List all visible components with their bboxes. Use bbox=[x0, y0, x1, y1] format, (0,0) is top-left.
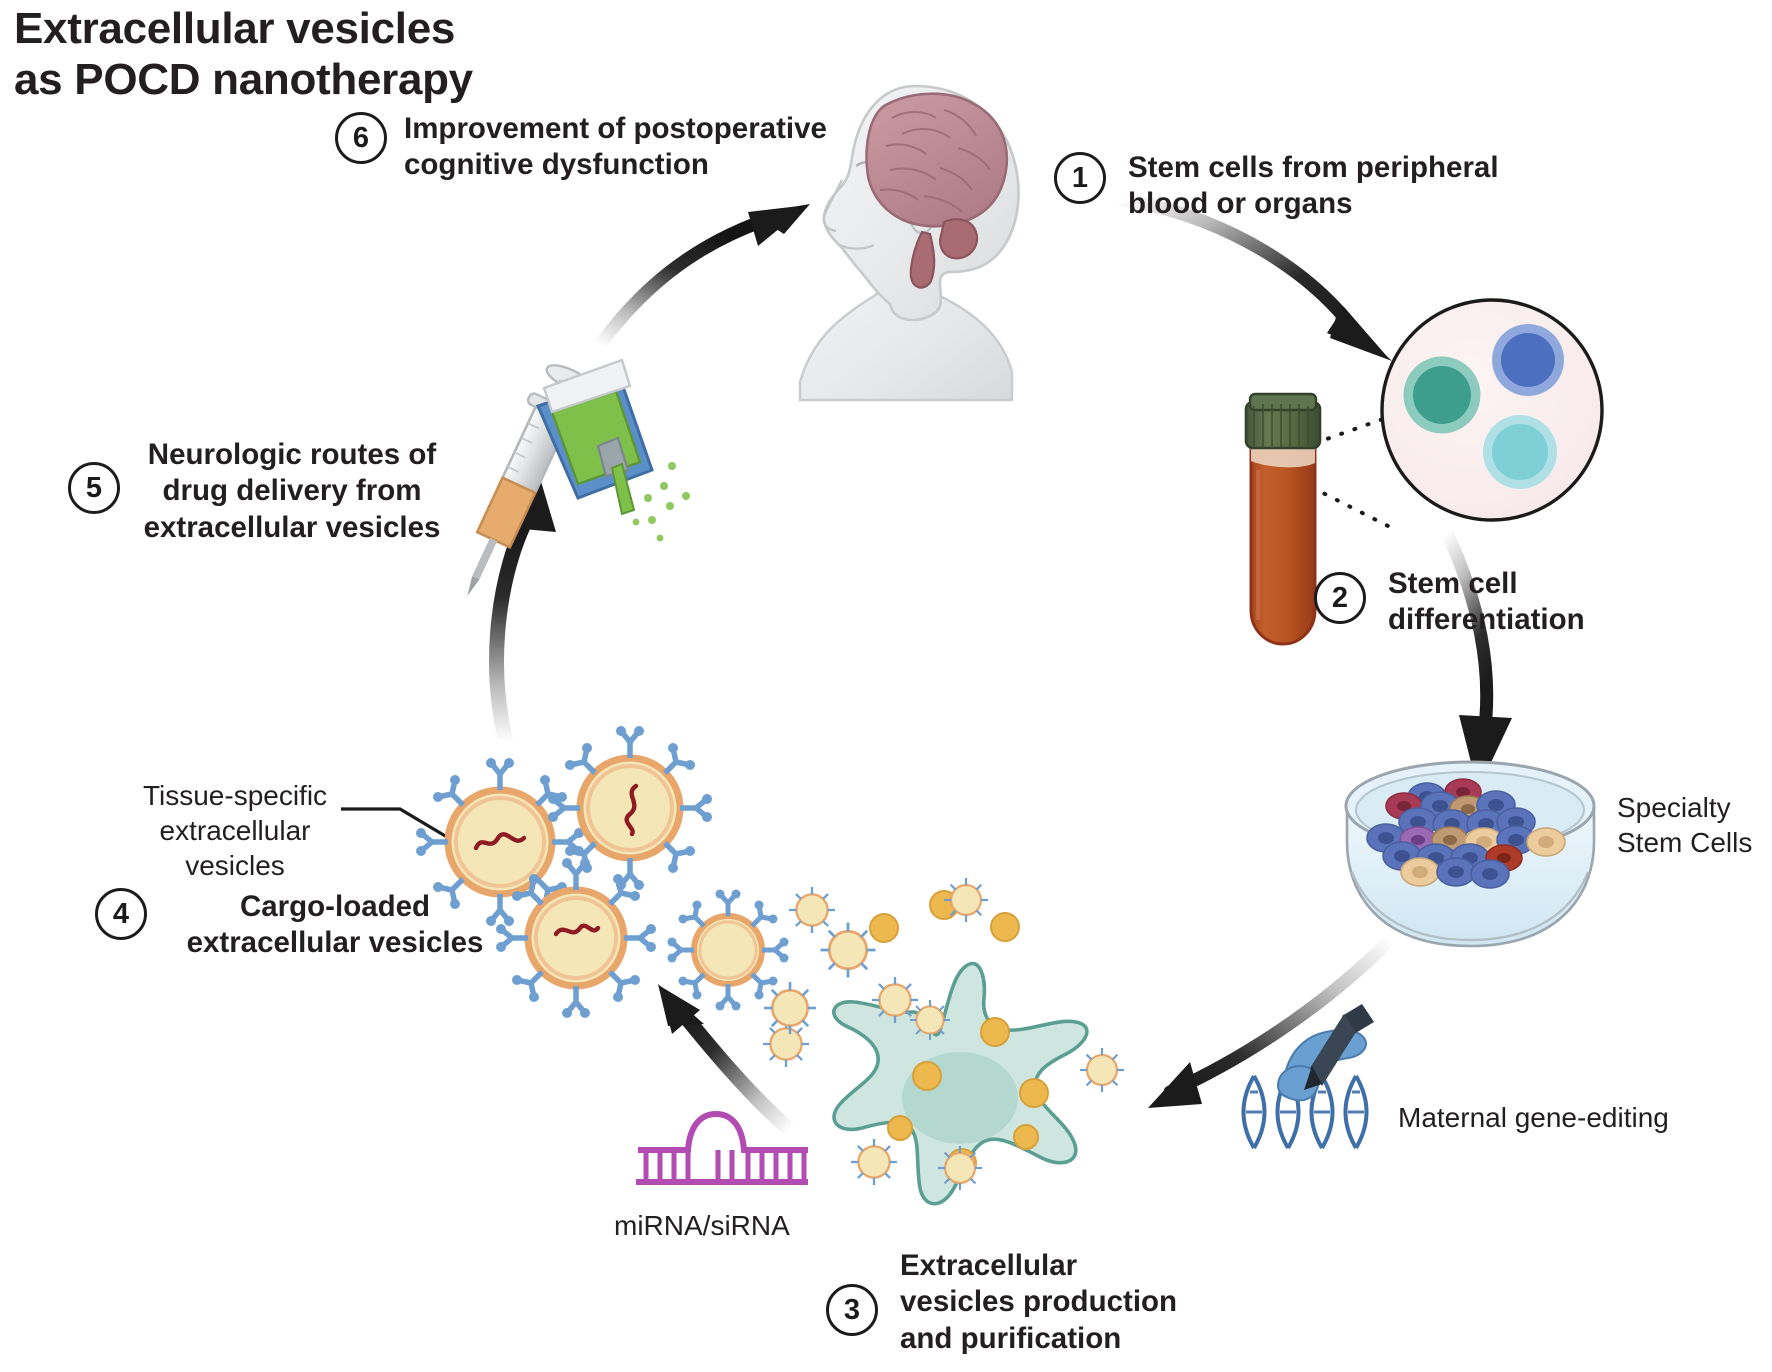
step-3-circle: 3 bbox=[826, 1284, 878, 1336]
syringe-inhaler-illustration bbox=[467, 358, 690, 596]
arrow-step-1 bbox=[1115, 193, 1392, 361]
arrow-step-3 bbox=[1148, 933, 1397, 1108]
step-5-number: 5 bbox=[68, 462, 120, 514]
step-4-number: 4 bbox=[95, 888, 147, 940]
step-2-label: Stem cell differentiation bbox=[1388, 567, 1585, 637]
step-2-circle: 2 bbox=[1314, 572, 1366, 624]
specialty-stem-cells-label: Specialty Stem Cells bbox=[1617, 792, 1753, 858]
tissue-specific-ev-label: Tissue-specific extracellular vesicles bbox=[142, 780, 328, 881]
step-1-number: 1 bbox=[1054, 152, 1106, 204]
petri-dish-illustration bbox=[1344, 760, 1596, 948]
step-6-number: 6 bbox=[335, 112, 387, 164]
step-1-circle: 1 bbox=[1054, 152, 1106, 204]
mirna-illustration bbox=[636, 1110, 808, 1185]
step-2-number: 2 bbox=[1314, 572, 1366, 624]
step-5-label: Neurologic routes of drug delivery from … bbox=[143, 438, 441, 544]
step-3-number: 3 bbox=[826, 1284, 878, 1336]
mirna-sirna-label: miRNA/siRNA bbox=[614, 1210, 790, 1241]
blood-tube-illustration bbox=[1244, 392, 1322, 646]
free-vesicle-dots bbox=[869, 890, 1020, 943]
leader-line-tissue-specific-ev bbox=[341, 807, 453, 842]
page-title: Extracellular vesicles as POCD nanothera… bbox=[14, 4, 473, 104]
maternal-gene-editing-label: Maternal gene-editing bbox=[1398, 1102, 1669, 1133]
step-5-circle: 5 bbox=[68, 462, 120, 514]
vesicle-cluster-illustration bbox=[416, 726, 789, 1018]
gene-editing-illustration bbox=[1241, 1004, 1374, 1150]
magnifier-dotted-lines bbox=[1260, 417, 1392, 529]
step-4-circle: 4 bbox=[95, 888, 147, 940]
arrow-step-4 bbox=[658, 984, 798, 1138]
step-1-label: Stem cells from peripheral blood or orga… bbox=[1128, 151, 1499, 221]
spiky-vesicle-cluster bbox=[762, 878, 1124, 1190]
step-6-circle: 6 bbox=[335, 112, 387, 164]
stem-cell-circle-illustration bbox=[1380, 298, 1604, 522]
step-4-label: Cargo-loaded extracellular vesicles bbox=[186, 890, 484, 960]
step-6-label: Improvement of postoperative cognitive d… bbox=[404, 112, 827, 182]
producer-cell-illustration bbox=[832, 961, 1089, 1206]
arrow-step-5 bbox=[489, 478, 556, 750]
arrow-step-6 bbox=[593, 204, 810, 352]
step-3-label: Extracellular vesicles production and pu… bbox=[900, 1249, 1178, 1355]
